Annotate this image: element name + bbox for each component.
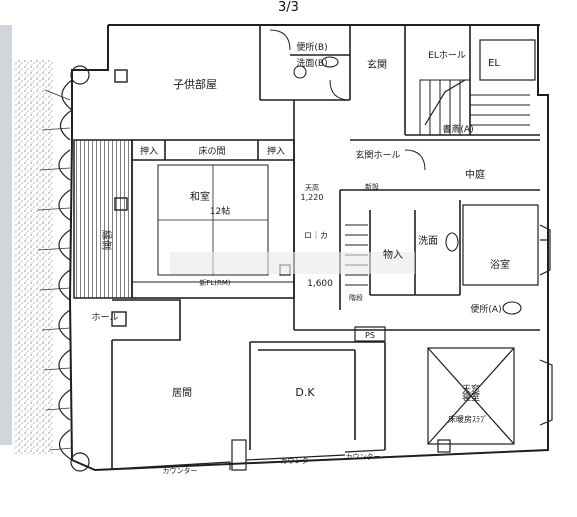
top-right-walls (259, 25, 540, 330)
label-kaidan-note: 階段 (349, 293, 363, 302)
washitsu-walls (131, 139, 295, 299)
label-oshiire-right: 押入 (267, 145, 285, 157)
label-counter-1: カウンター (163, 466, 198, 475)
left-texture (14, 60, 54, 455)
bedroom-x (427, 347, 515, 445)
label-engawa: 縁側 (100, 230, 113, 250)
left-shadow (0, 25, 12, 445)
door-arc-bath (540, 239, 549, 260)
label-hall: ホール (91, 312, 118, 323)
label-senmen: 洗面 (418, 235, 438, 247)
label-washitsu: 和室 (190, 190, 210, 203)
label-monoire: 物入 (383, 248, 403, 261)
left-column-top (70, 65, 90, 85)
label-counter-2: カウンター (281, 456, 316, 465)
right-bay (539, 224, 553, 426)
sink-b (321, 56, 339, 68)
el-shaft (479, 39, 536, 81)
label-dk: D.K (295, 386, 315, 399)
left-column-bottom (70, 452, 90, 472)
label-counter-3: カウンター (346, 452, 381, 461)
dim-2: 1,600 (307, 279, 333, 289)
door-arc-hall (404, 149, 426, 171)
door-arc-top (269, 29, 291, 51)
upper-stairs (419, 79, 530, 136)
label-roof-note: 床暖房ｽﾗﾌﾞ (448, 414, 488, 424)
label-shosai: 書斎(A) (442, 123, 473, 135)
ps-box (354, 326, 386, 342)
counters (94, 439, 386, 471)
label-tokonoma: 床の間 (198, 145, 225, 157)
label-oshiire-left: 押入 (140, 145, 158, 157)
left-bay-wedges (37, 89, 73, 451)
toilet-a (502, 301, 522, 315)
label-genkan-hall: 玄関ホール (355, 149, 400, 161)
page-number: 3/3 (278, 0, 299, 15)
column-bottom-mid (437, 439, 451, 453)
label-tensoku: 天窓 (462, 383, 480, 395)
lower-walls (111, 299, 386, 470)
label-benjo-b: 便所(B) (296, 41, 327, 53)
label-beam-note: 新FL(RM) (199, 278, 231, 287)
washitsu-pillar-3 (111, 311, 127, 327)
label-ima: 居間 (172, 387, 192, 399)
label-senmen-b: 洗面(B) (296, 57, 327, 69)
label-shinshitsu: 寝室 (462, 391, 480, 403)
label-roka: ロ｜カ (304, 231, 328, 240)
overlay-strip (170, 252, 415, 274)
washitsu-pillar-1 (114, 197, 128, 211)
dim-1: 1,220 (301, 193, 324, 202)
sink-main (445, 232, 459, 252)
engawa-hatch (73, 139, 133, 299)
label-kodomo: 子供部屋 (173, 77, 217, 91)
genkan-arc (329, 79, 351, 101)
label-sub-note: 新設 (365, 182, 379, 191)
label-washitsu-size: 12帖 (210, 205, 230, 217)
washitsu-pillar-2 (114, 69, 128, 83)
dim-3: 天高 (305, 183, 319, 192)
label-nakaniwa: 中庭 (465, 168, 485, 181)
label-benjo-a: 便所(A) (470, 303, 501, 315)
label-el: EL (488, 58, 500, 69)
left-bay-arcs (58, 79, 73, 461)
toilet-b (293, 65, 307, 79)
label-ps: PS (365, 331, 375, 340)
label-el-hall: ELホール (428, 50, 466, 61)
label-genkan: 玄関 (367, 58, 387, 71)
outer-walls (68, 24, 549, 472)
label-yokushitsu: 浴室 (490, 258, 510, 271)
